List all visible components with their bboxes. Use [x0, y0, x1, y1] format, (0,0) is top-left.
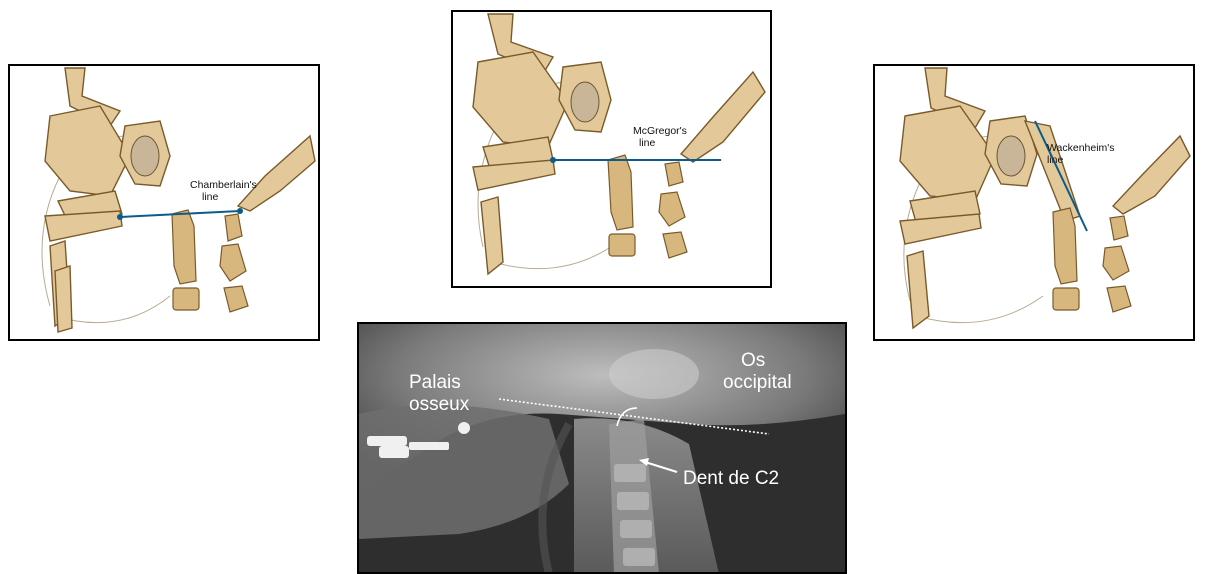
vertebra-c4 [617, 492, 649, 510]
hard-palate [45, 211, 122, 241]
mcgregor-label-line1: McGregor's [633, 125, 687, 137]
clivus [1025, 121, 1080, 221]
occipital-label-line2: occipital [723, 372, 792, 393]
mcgregor-panel: McGregor's line [451, 10, 772, 288]
orbit-bone [473, 52, 568, 147]
mandible-ramus [481, 197, 503, 274]
c3-spinous [663, 232, 687, 258]
occipital-bone [681, 72, 765, 162]
c1-arch [665, 162, 683, 186]
chamberlain-panel: Chamberlain's line [8, 64, 320, 341]
occipital-bone [1113, 136, 1190, 214]
vertebra-c3 [614, 464, 646, 482]
wackenheim-label-line2: line [1047, 154, 1064, 166]
hard-palate [473, 160, 555, 190]
c3-spinous [224, 286, 248, 312]
wackenheim-diagram: Wackenheim's line [875, 66, 1193, 339]
c2-spinous [220, 244, 246, 281]
opisthion-point [237, 208, 243, 214]
occipital-label-line1: Os [741, 350, 765, 371]
mandible-body [55, 266, 72, 332]
mandible-outline [493, 242, 618, 269]
sella-turcica [571, 82, 599, 122]
mcgregor-diagram: McGregor's line [453, 12, 770, 286]
xray-panel: Palais osseux Os occipital Dent de C2 [357, 322, 847, 574]
occipital-bone [238, 136, 315, 211]
c3-spinous [1107, 286, 1131, 312]
sella-turcica [131, 136, 159, 176]
chamberlain-diagram: Chamberlain's line [10, 66, 318, 339]
wackenheim-label-line1: Wackenheim's [1047, 142, 1115, 154]
palais-label-line1: Palais [409, 372, 461, 393]
c1-arch [225, 214, 242, 241]
wackenheim-panel: Wackenheim's line [873, 64, 1195, 341]
hard-palate-point [117, 214, 123, 220]
c3-body [1053, 288, 1079, 310]
xray-image: Palais osseux Os occipital Dent de C2 [359, 324, 845, 574]
mcgregor-label-line2: line [639, 137, 656, 149]
dens-c2 [608, 155, 633, 230]
c3-body [609, 234, 635, 256]
sella-turcica [997, 136, 1025, 176]
palais-label-line2: osseux [409, 394, 470, 415]
c2-spinous [1103, 246, 1129, 280]
c2-spinous [659, 192, 685, 226]
mastoid-region [609, 349, 699, 399]
orbit-bone [900, 106, 995, 201]
orbit-bone [45, 106, 130, 196]
vertebra-c5 [620, 520, 652, 538]
c3-body [173, 288, 199, 310]
c1-arch [1110, 216, 1128, 240]
hard-palate [900, 214, 981, 244]
dens-c2 [172, 210, 196, 284]
dent-label: Dent de C2 [683, 468, 779, 489]
mandible-ramus [907, 251, 929, 328]
chamberlain-label-line2: line [202, 191, 219, 203]
hard-palate-point [550, 157, 556, 163]
vertebra-c6 [623, 548, 655, 566]
dens-c2 [1053, 208, 1077, 284]
mandible-outline [917, 296, 1043, 323]
chamberlain-label-line1: Chamberlain's [190, 179, 257, 191]
